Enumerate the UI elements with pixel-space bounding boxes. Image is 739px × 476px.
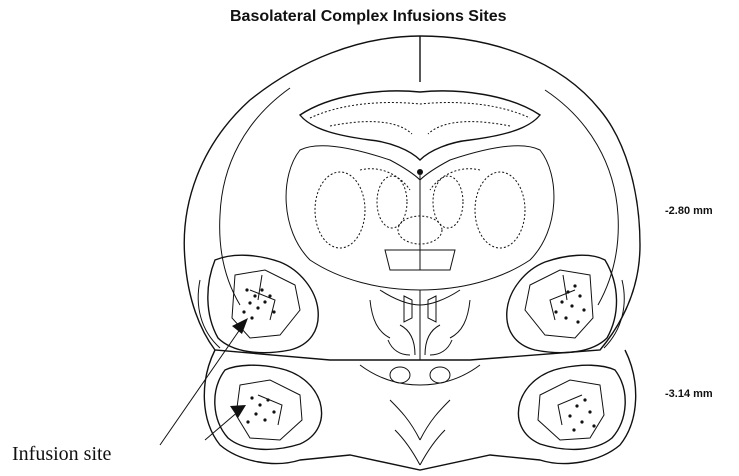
bla-region-right-lower (538, 380, 604, 440)
level-label-lower: -3.14 mm (665, 388, 713, 400)
bla-region-left-lower (236, 380, 302, 440)
annotation-arrows (160, 318, 248, 445)
section-outline-lower (204, 350, 635, 470)
infusion-sites-right-upper (554, 284, 585, 323)
bla-region-right-upper (525, 270, 593, 338)
infusion-site-annotation: Infusion site (12, 443, 111, 466)
infusion-sites-right-lower (568, 398, 595, 431)
corpus-callosum (300, 91, 540, 160)
right-temporal-lobe-lower (518, 365, 625, 449)
left-temporal-lobe-lower (215, 365, 322, 449)
level-label-upper: -2.80 mm (665, 205, 713, 217)
